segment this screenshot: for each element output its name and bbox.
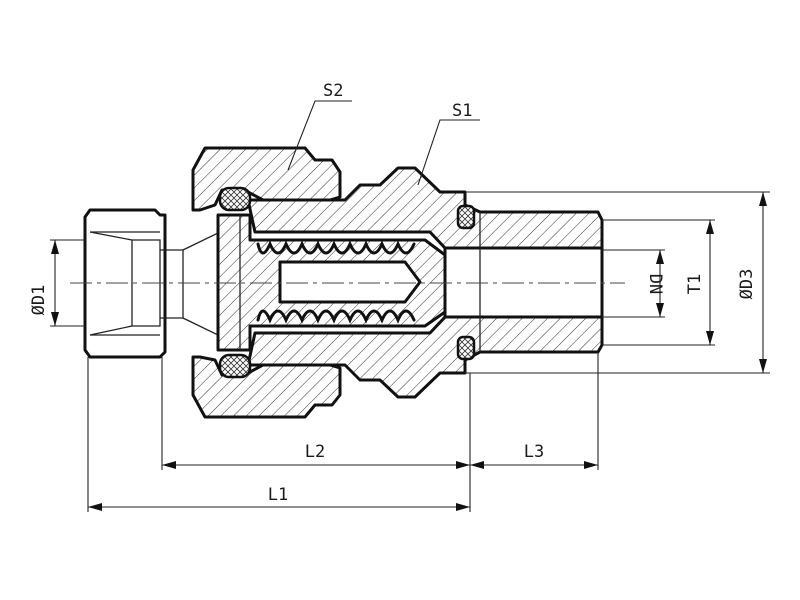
label-d1: ØD1 [29, 285, 49, 316]
body-s1 [246, 166, 604, 399]
extension-lines [50, 191, 770, 512]
o-rings [218, 186, 476, 379]
spring [256, 240, 416, 324]
label-s2: S2 [323, 81, 343, 101]
label-l3: L3 [524, 442, 544, 462]
label-l1: L1 [268, 485, 288, 505]
leader-lines [287, 100, 480, 186]
dimension-lines [51, 192, 767, 511]
label-t1: T1 [685, 274, 705, 294]
label-s1: S1 [452, 101, 472, 121]
label-d3: ØD3 [737, 269, 757, 300]
label-dn: DN [645, 274, 665, 294]
label-l2: L2 [305, 442, 325, 462]
union-nut-s2 [191, 146, 342, 419]
